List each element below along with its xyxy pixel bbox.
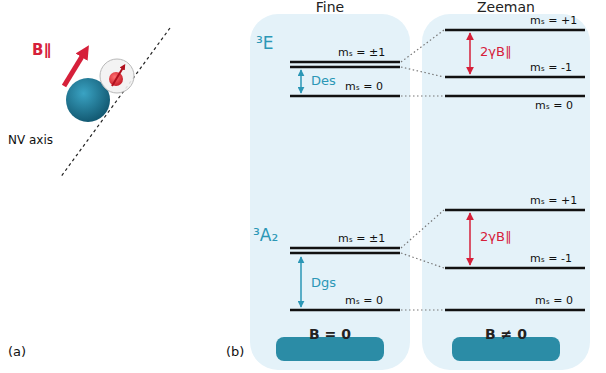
zeeman-label: 2γB∥ [480, 45, 511, 60]
level-label: mₛ = +1 [530, 15, 577, 28]
level-guides [401, 30, 444, 310]
badge-text: B = 0 [276, 326, 384, 342]
field-label: B∥ [32, 42, 51, 59]
axis-label: NV axis [8, 134, 53, 148]
spin-arrow [112, 66, 124, 86]
panel-ground [422, 14, 590, 370]
field-badge: B ≠ 0 [452, 337, 560, 361]
level-label: mₛ = 0 [345, 81, 383, 94]
energy-panel: FineB = 0 [250, 14, 410, 370]
level-label: mₛ = 0 [535, 295, 573, 308]
panel-letter: (b) [226, 345, 244, 360]
level-label: mₛ = ±1 [338, 233, 385, 246]
level-label: mₛ = +1 [530, 195, 577, 208]
zeeman-label: 2γB∥ [480, 230, 511, 245]
level-label: mₛ = -1 [530, 62, 572, 75]
splitting-label: Dgs [311, 276, 336, 291]
level-label: mₛ = 0 [535, 100, 573, 113]
level-label: mₛ = -1 [530, 253, 572, 266]
panel-heading: Fine [250, 0, 410, 15]
splitting-arrow [300, 70, 302, 93]
level-label: mₛ = 0 [345, 295, 383, 308]
splitting-label: Des [311, 74, 336, 89]
vacancy-shell [100, 59, 134, 93]
state-label: ³E [256, 34, 274, 54]
splitting-arrow [300, 257, 302, 307]
field-badge: B = 0 [276, 337, 384, 361]
energy-levels [290, 30, 585, 310]
nv-axis-line [60, 28, 170, 178]
panel-heading: Zeeman [422, 0, 590, 15]
panel-ground [250, 14, 410, 370]
state-label: ³A₂ [253, 226, 278, 246]
badge-text: B ≠ 0 [452, 326, 560, 342]
panel-letter: (a) [8, 345, 26, 360]
zeeman-arrow [469, 33, 471, 74]
zeeman-arrow [469, 213, 471, 265]
level-label: mₛ = ±1 [338, 47, 385, 60]
field-arrow [64, 50, 86, 86]
